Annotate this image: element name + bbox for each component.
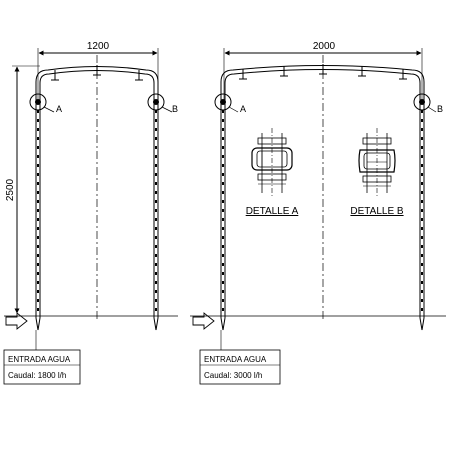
right-inlet-box xyxy=(199,349,281,385)
right-width-value: 2000 xyxy=(313,41,336,52)
left-detail-b-circle xyxy=(147,93,165,111)
detail-b-title: DETALLE B xyxy=(350,206,403,217)
left-width-value: 1200 xyxy=(87,41,110,52)
right-detail-a-circle xyxy=(214,93,232,111)
left-height-value: 2500 xyxy=(5,178,16,201)
left-inlet-box xyxy=(3,349,81,385)
right-arch-pipe xyxy=(220,65,425,318)
right-inlet-flow: Caudal: 3000 l/h xyxy=(204,371,262,380)
left-detail-a-marker: A xyxy=(56,104,62,114)
right-inlet-title: ENTRADA AGUA xyxy=(204,355,267,364)
left-inlet-title: ENTRADA AGUA xyxy=(8,355,71,364)
left-detail-b-marker: B xyxy=(172,104,178,114)
inlet-arrow-icon xyxy=(5,312,28,330)
right-detail-b-marker: B xyxy=(437,104,443,114)
left-detail-a-circle xyxy=(29,93,47,111)
detail-a-title: DETALLE A xyxy=(246,206,299,217)
left-frame xyxy=(3,48,178,385)
nozzle-icon xyxy=(239,64,407,80)
right-frame xyxy=(190,48,446,385)
left-inlet-flow: Caudal: 1800 l/h xyxy=(8,371,66,380)
right-detail-b-circle xyxy=(413,93,431,111)
coupling-detail-icon xyxy=(251,128,293,198)
inlet-arrow-icon xyxy=(192,312,215,330)
coupling-detail-icon xyxy=(358,128,396,198)
nozzle-icon xyxy=(51,65,143,81)
right-detail-a-marker: A xyxy=(240,104,246,114)
